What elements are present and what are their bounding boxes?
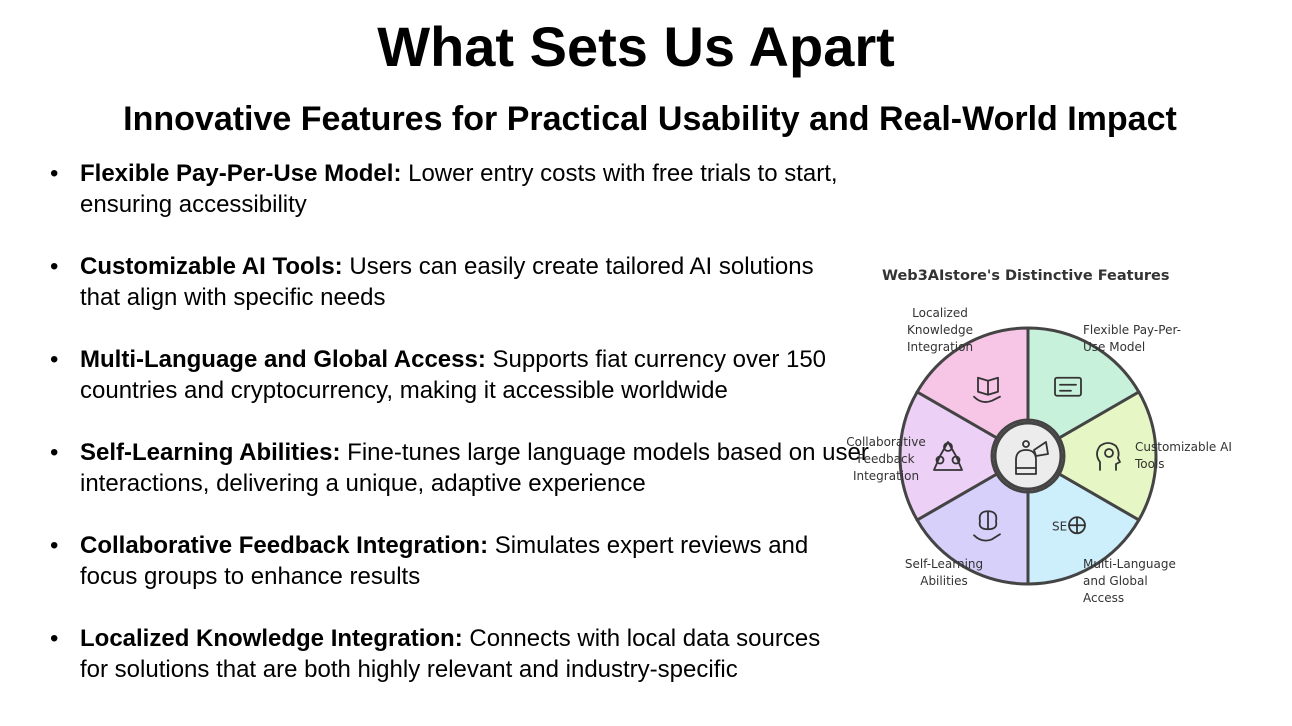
- feature-text: Fine-tunes large language models based o…: [80, 439, 869, 497]
- feature-text: Users can easily create tailored AI solu…: [80, 253, 814, 311]
- diagram-center: [993, 421, 1063, 491]
- bullet-icon: •: [50, 532, 59, 559]
- segment-collaborative-feedback: [898, 390, 999, 522]
- brain-hand-icon: [973, 510, 1001, 542]
- feature-item-localized-knowledge: • Localized Knowledge Integration: Connec…: [50, 623, 850, 685]
- bullet-icon: •: [50, 625, 59, 652]
- feature-item-self-learning: • Self-Learning Abilities: Fine-tunes lar…: [50, 437, 870, 499]
- feature-item-collaborative-feedback: • Collaborative Feedback Integration: Sim…: [50, 530, 850, 592]
- robot-megaphone-icon: [1015, 440, 1049, 475]
- feature-heading: Customizable AI Tools:: [80, 253, 343, 280]
- segment-pay-per-use: [1026, 326, 1141, 440]
- feature-item-pay-per-use: • Flexible Pay-Per-Use Model: Lower entry…: [50, 158, 850, 220]
- head-gears-icon: [1096, 442, 1121, 471]
- feature-text: Connects with local data sources for sol…: [80, 625, 821, 683]
- feature-heading: Localized Knowledge Integration:: [80, 625, 463, 652]
- feature-text: Supports fiat currency over 150 countrie…: [80, 346, 827, 404]
- feature-text: Lower entry costs with free trials to st…: [80, 160, 838, 218]
- slide-title: What Sets Us Apart: [377, 15, 895, 78]
- feature-heading: Self-Learning Abilities:: [80, 439, 341, 466]
- segment-label-pay-per-use: Flexible Pay-Per-Use Model: [1083, 323, 1181, 354]
- segment-self-learning: [915, 472, 1030, 586]
- features-diagram: Web3AIstore's Distinctive Features SE Lo…: [846, 268, 1232, 605]
- feature-list: • Flexible Pay-Per-Use Model: Lower entry…: [50, 158, 869, 716]
- bullet-icon: •: [50, 439, 59, 466]
- feature-item-multi-language: • Multi-Language and Global Access: Suppo…: [50, 344, 850, 406]
- segment-localized-knowledge: [915, 326, 1030, 440]
- slide-subtitle: Innovative Features for Practical Usabil…: [123, 100, 1177, 138]
- bullet-icon: •: [50, 346, 59, 373]
- feature-heading: Collaborative Feedback Integration:: [80, 532, 489, 559]
- diagram-title: Web3AIstore's Distinctive Features: [882, 268, 1170, 284]
- feature-heading: Multi-Language and Global Access:: [80, 346, 486, 373]
- ticket-icon: [1054, 376, 1082, 397]
- feature-text: Simulates expert reviews and focus group…: [80, 532, 809, 590]
- seo-globe-icon: SE: [1052, 516, 1086, 535]
- bullet-icon: •: [50, 253, 59, 280]
- team-icon: [933, 441, 963, 471]
- book-hand-icon: [973, 376, 1001, 403]
- bullet-icon: •: [50, 160, 59, 187]
- feature-heading: Flexible Pay-Per-Use Model:: [80, 160, 402, 187]
- feature-item-customizable-ai: • Customizable AI Tools: Users can easily…: [50, 251, 850, 313]
- seo-icon-label: SE: [1052, 519, 1067, 533]
